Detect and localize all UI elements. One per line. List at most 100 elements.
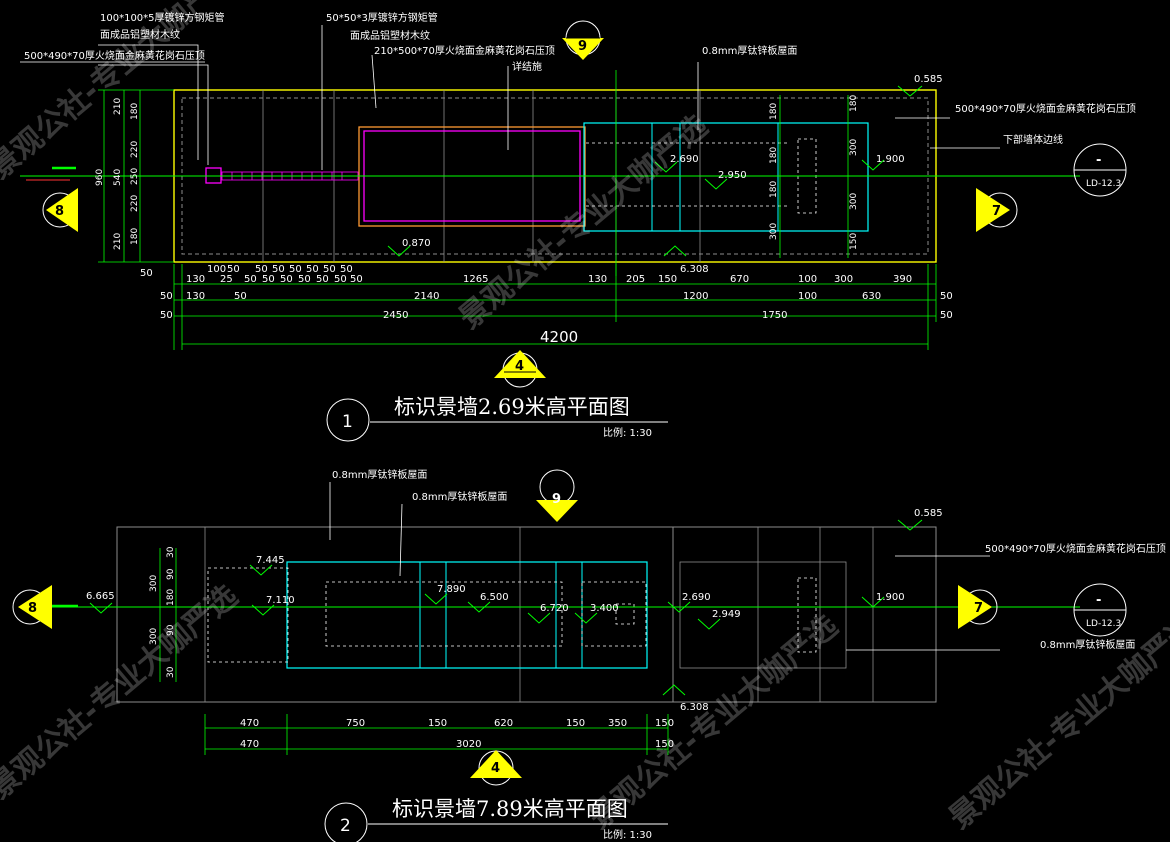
plan1-dim-r2-5: 50: [298, 274, 311, 285]
plan1-dim-r4-0: 50: [160, 310, 173, 321]
plan2-leaders: [329, 482, 1000, 651]
plan1-dim-r3-2: 50: [234, 291, 247, 302]
plan1-label-granite-cap: 500*490*70厚火烧面金麻黄花岗石压顶: [24, 49, 205, 62]
plan2-ref-dash: -: [1096, 593, 1101, 608]
plan2-dim-r1-2: 150: [428, 718, 447, 729]
plan1-dim-left-2: 960: [95, 169, 105, 186]
plan1-dim-r2-6: 50: [316, 274, 329, 285]
plan1-left-dim-lines: [98, 89, 174, 263]
plan2-roof-lines: [419, 562, 583, 668]
plan2-level-2: 6.665: [86, 591, 115, 602]
plan1-dim-total: 4200: [540, 328, 578, 346]
plan-1: 100*100*5厚镀锌方钢矩管 面成品铝塑材木纹 500*490*70厚火烧面…: [20, 11, 1136, 442]
plan1-ref-dash: -: [1096, 153, 1101, 168]
plan1-tag-right: 7: [976, 188, 1018, 232]
plan2-tag-right: 7: [958, 585, 998, 629]
plan2-level-1: 7.445: [256, 555, 285, 566]
plan1-dim-r2-11: 205: [626, 274, 645, 285]
plan1-dim-left-in-0: 180: [130, 103, 140, 120]
plan2-dim-left-in-4: 90: [166, 624, 176, 636]
plan2-label-granite-cap: 500*490*70厚火烧面金麻黄花岗石压顶: [985, 542, 1166, 555]
plan2-dim-r1-0: 470: [240, 718, 259, 729]
plan2-level-11: 6.308: [680, 702, 709, 713]
plan1-scale: 比例: 1:30: [603, 426, 652, 439]
plan1-level-2950: 2.950: [718, 170, 747, 181]
plan1-dim-r1-3: 50: [272, 264, 285, 275]
plan1-label-detail: 详结施: [512, 60, 542, 73]
plan1-dim-right-out-2: 150: [849, 233, 859, 250]
plan2-scale: 比例: 1:30: [603, 828, 652, 841]
plan1-dim-r3-7: 50: [940, 291, 953, 302]
plan1-dim-right-in-1: 180: [769, 147, 779, 164]
plan1-dim-left-in-3: 220: [130, 195, 140, 212]
plan1-level-2690: 2.690: [670, 154, 699, 165]
plan2-level-6: 6.720: [540, 603, 569, 614]
plan1-dim-r4-2: 1750: [762, 310, 787, 321]
plan2-dim-lines: [204, 714, 669, 755]
plan2-level-9: 2.949: [712, 609, 741, 620]
plan1-dim-r2-3: 50: [262, 274, 275, 285]
plan2-dashed: [207, 567, 817, 663]
plan1-tag-left-label: 8: [55, 204, 64, 219]
plan1-dim-r2-1: 25: [220, 274, 233, 285]
plan2-tag-top-label: 9: [552, 492, 561, 507]
plan2-level-8: 2.690: [682, 592, 711, 603]
plan2-level-5: 6.500: [480, 592, 509, 603]
plan2-tag-left-label: 8: [28, 601, 37, 616]
plan2-dim-left-in-6: 30: [166, 666, 176, 678]
plan1-dim-lines: [173, 264, 937, 350]
plan1-dim-r1-0: 100: [207, 264, 226, 275]
plan2-dim-left-in-1: 90: [166, 568, 176, 580]
plan1-number-circle: [326, 398, 370, 442]
plan2-dim-r2-0: 470: [240, 739, 259, 750]
plan1-dim-left-1: 540: [113, 169, 123, 186]
plan1-dim-r1-7: 50: [340, 264, 353, 275]
plan2-label-plate1: 0.8mm厚钛锌板屋面: [332, 468, 427, 481]
plan1-dim-r2-2: 50: [244, 274, 257, 285]
plan1-dim-r1-1: 50: [227, 264, 240, 275]
plan1-level-6308: 6.308: [680, 264, 709, 275]
plan1-roof-box: [583, 122, 869, 232]
plan2-number-circle: [324, 802, 368, 842]
plan2-ref-label: LD-12.3: [1086, 619, 1121, 629]
plan1-tag-right-label: 7: [992, 204, 1001, 219]
plan1-label-aluminum-wood2: 面成品铝塑材木纹: [350, 29, 430, 42]
plan1-number: 1: [342, 412, 353, 432]
plan1-level-markers: [387, 85, 923, 257]
plan1-dim-right-in-2: 180: [769, 181, 779, 198]
plan2-dim-r2-1: 3020: [456, 739, 481, 750]
plan1-dim-right-in-0: 180: [769, 103, 779, 120]
plan2-title: 标识景墙7.89米高平面图: [392, 797, 628, 821]
plan1-right-dim-lines: [779, 95, 849, 258]
plan2-level-10: 1.900: [876, 592, 905, 603]
plan1-dim-r2-10: 130: [588, 274, 607, 285]
plan2-grid: [204, 527, 874, 702]
plan1-dim-right-out-0: 300: [849, 139, 859, 156]
plan2-tag-bottom-label: 4: [491, 761, 500, 776]
plan2-dim-r2-2: 150: [655, 739, 674, 750]
plan1-ref-bubble: - LD-12.3: [1073, 143, 1127, 197]
plan1-label-steel-tube-50: 50*50*3厚镀锌方钢矩管: [326, 11, 438, 24]
plan1-dim-r1-4: 50: [289, 264, 302, 275]
plan1-dim-r2-7: 50: [334, 274, 347, 285]
plan2-dim-left-1: 180: [166, 589, 176, 606]
plan1-dim-left-in-1: 220: [130, 141, 140, 158]
plan1-dim-r1-5: 50: [306, 264, 319, 275]
plan1-dim-r1-6: 50: [323, 264, 336, 275]
plan2-dim-left-0: 300: [149, 575, 159, 592]
plan2-level-0: 0.585: [914, 508, 943, 519]
plan1-dim-r1-8: 50: [140, 268, 153, 279]
plan1-dim-r2-15: 300: [834, 274, 853, 285]
plan1-label-granite-cap-210: 210*500*70厚火烧面金麻黄花岗石压顶: [374, 44, 555, 57]
plan1-label-plate: 0.8mm厚钛锌板屋面: [702, 44, 797, 57]
plan2-tag-top: 9: [536, 469, 578, 522]
plan1-dim-r4-1: 2450: [383, 310, 408, 321]
plan1-roof-lines: [651, 123, 779, 231]
plan-2: 0.8mm厚钛锌板屋面 0.8mm厚钛锌板屋面 500*490*70厚火烧面金麻…: [12, 468, 1166, 842]
plan1-label-aluminum-wood: 面成品铝塑材木纹: [100, 28, 180, 41]
plan1-dim-r1-2: 50: [255, 264, 268, 275]
plan1-label-wall-edge: 下部墙体边线: [1003, 133, 1063, 146]
plan2-tag-right-label: 7: [974, 601, 983, 616]
plan2-ref-bubble: - LD-12.3: [1073, 583, 1127, 637]
